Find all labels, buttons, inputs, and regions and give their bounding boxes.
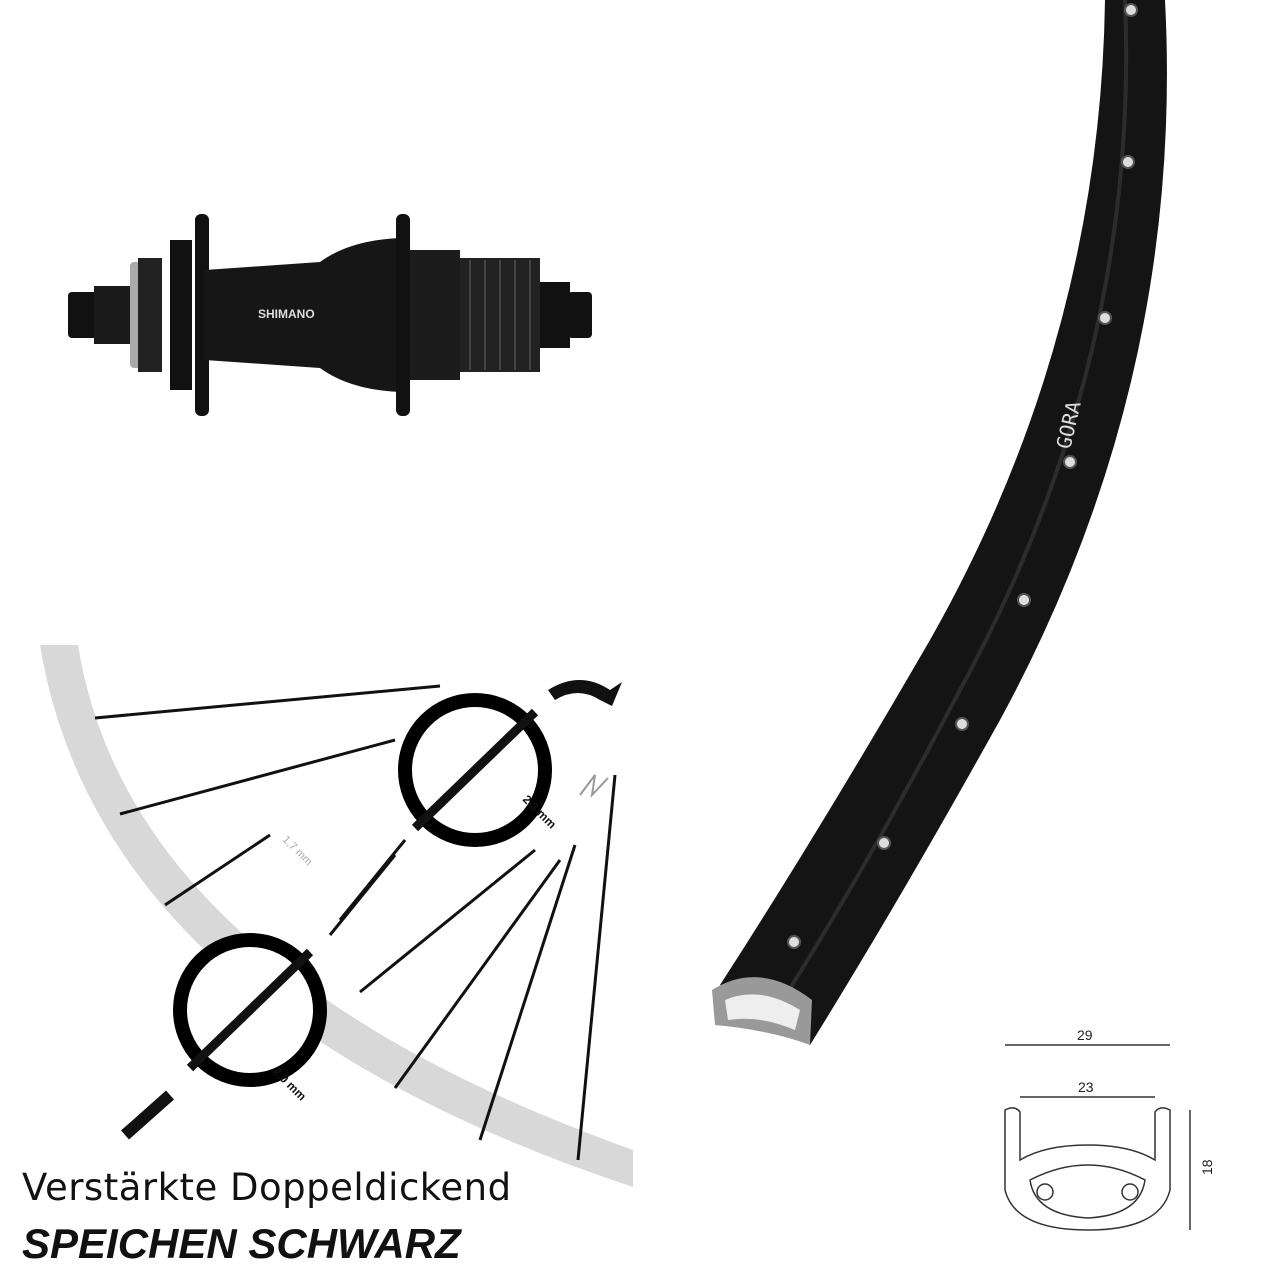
spoke-measure-1-7: 1,7 mm bbox=[280, 834, 314, 868]
profile-height: 18 bbox=[1199, 1159, 1215, 1175]
caption-reinforced: Verstärkte Doppeldickend bbox=[22, 1166, 512, 1209]
profile-outer-width: 29 bbox=[1077, 1027, 1093, 1043]
profile-inner-width: 23 bbox=[1078, 1079, 1094, 1095]
hub-brand-label: SHIMANO bbox=[258, 307, 315, 321]
spoke-diagram: 2,3 mm 1,7 mm 2,0 mm bbox=[40, 645, 633, 1187]
rear-hub: SHIMANO bbox=[68, 214, 592, 416]
caption-spokes-black: SPEICHEN SCHWARZ bbox=[22, 1220, 461, 1267]
rim-profile-drawing bbox=[1004, 1044, 1191, 1231]
rim: GORA bbox=[712, 0, 1167, 1045]
